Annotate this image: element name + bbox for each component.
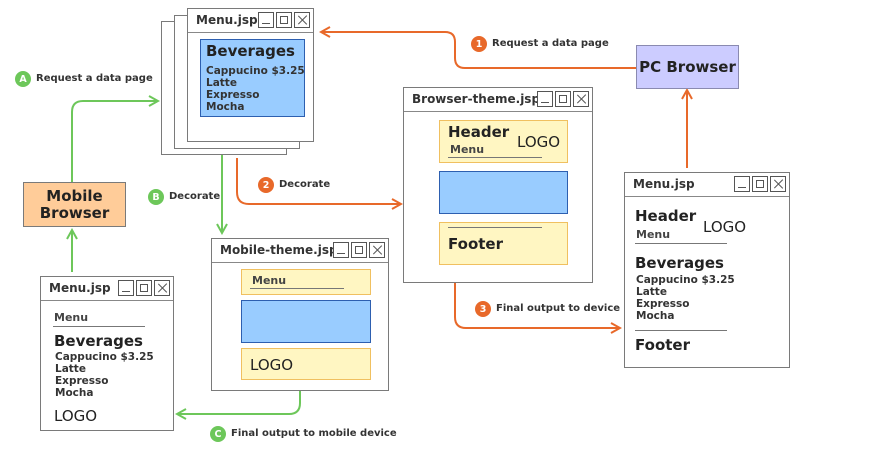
minimize-icon[interactable] <box>537 91 553 107</box>
browser-theme-logo: LOGO <box>517 133 561 151</box>
mobile-output-heading: Beverages <box>54 332 143 350</box>
step-1-badge: 1 <box>471 36 487 52</box>
close-icon[interactable] <box>294 12 310 28</box>
arrow-step-c <box>178 391 301 414</box>
menu-source-item: Mocha <box>206 101 245 113</box>
pc-output-title: Menu.jsp <box>633 177 695 191</box>
mobile-theme-title: Mobile-theme.jsp <box>220 243 338 257</box>
mobile-output-item: Latte <box>55 363 86 375</box>
minimize-icon[interactable] <box>333 242 349 258</box>
arrow-step-2 <box>236 158 400 204</box>
title-divider <box>404 111 592 113</box>
mobile-output-menu: Menu <box>54 311 89 324</box>
step-c-label: Final output to mobile device <box>231 428 397 439</box>
mobile-browser-label: Mobile Browser <box>39 186 110 222</box>
browser-theme-footer: Footer <box>448 235 503 253</box>
mobile-theme-logo-box: LOGO <box>241 348 371 380</box>
browser-theme-header-box: Header LOGO Menu <box>439 120 568 163</box>
menu-underline <box>53 326 145 328</box>
close-icon[interactable] <box>770 176 786 192</box>
step-3-label: Final output to device <box>496 303 621 314</box>
footer-overline <box>635 330 727 332</box>
pc-output-item: Expresso <box>636 298 690 310</box>
mobile-theme-logo: LOGO <box>250 356 294 374</box>
browser-theme-header: Header <box>448 123 510 141</box>
mobile-theme-window: Mobile-theme.jsp Menu LOGO <box>211 238 389 391</box>
pc-output-footer: Footer <box>635 336 690 354</box>
menu-source-item: Cappucino $3.25 <box>206 65 305 77</box>
mobile-theme-menu: Menu <box>252 274 287 287</box>
arrow-step-1 <box>322 32 636 69</box>
mobile-output-item: Expresso <box>55 375 109 387</box>
mobile-output-window: Menu.jsp Menu Beverages Cappucino $3.25 … <box>40 276 174 431</box>
minimize-icon[interactable] <box>118 280 134 296</box>
pc-output-window: Menu.jsp Header LOGO Menu Beverages Capp… <box>624 172 790 368</box>
pc-browser-node: PC Browser <box>636 45 739 89</box>
pc-output-item: Cappucino $3.25 <box>636 274 735 286</box>
browser-theme-menu: Menu <box>450 143 485 156</box>
step-a-badge: A <box>15 71 31 87</box>
step-a-label: Request a data page <box>36 73 153 84</box>
browser-theme-window: Browser-theme.jsp Header LOGO Menu Foote… <box>403 87 593 283</box>
maximize-icon[interactable] <box>752 176 768 192</box>
pc-browser-label: PC Browser <box>639 58 736 76</box>
mobile-browser-node: Mobile Browser <box>23 182 126 227</box>
menu-source-content-box: Beverages Cappucino $3.25 Latte Expresso… <box>200 39 305 117</box>
menu-source-window: Menu.jsp Beverages Cappucino $3.25 Latte… <box>187 8 314 142</box>
title-divider <box>212 262 388 264</box>
step-2-badge: 2 <box>258 177 274 193</box>
menu-source-heading: Beverages <box>206 42 295 60</box>
close-icon[interactable] <box>369 242 385 258</box>
pc-output-logo: LOGO <box>703 218 747 236</box>
minimize-icon[interactable] <box>734 176 750 192</box>
title-divider <box>188 32 313 34</box>
mobile-theme-menu-box: Menu <box>241 269 371 295</box>
step-3-badge: 3 <box>475 301 491 317</box>
maximize-icon[interactable] <box>136 280 152 296</box>
maximize-icon[interactable] <box>276 12 292 28</box>
menu-underline <box>635 243 727 245</box>
browser-theme-content-slot <box>439 171 568 214</box>
mobile-output-item: Cappucino $3.25 <box>55 351 154 363</box>
minimize-icon[interactable] <box>258 12 274 28</box>
maximize-icon[interactable] <box>351 242 367 258</box>
step-2-label: Decorate <box>279 179 331 190</box>
close-icon[interactable] <box>154 280 170 296</box>
menu-source-title: Menu.jsp <box>196 13 258 27</box>
step-c-badge: C <box>210 426 226 442</box>
browser-theme-footer-box: Footer <box>439 222 568 265</box>
arrow-step-3 <box>454 283 619 328</box>
browser-theme-title: Browser-theme.jsp <box>412 92 541 106</box>
menu-source-item: Latte <box>206 77 237 89</box>
close-icon[interactable] <box>573 91 589 107</box>
step-b-badge: B <box>148 189 164 205</box>
pc-output-header: Header <box>635 207 697 225</box>
footer-overline <box>448 227 542 229</box>
menu-underline <box>448 157 542 159</box>
step-1-label: Request a data page <box>492 38 609 49</box>
mobile-output-logo: LOGO <box>54 407 98 425</box>
pc-output-item: Mocha <box>636 310 675 322</box>
arrow-step-a <box>71 101 157 182</box>
mobile-theme-content-slot <box>241 300 371 343</box>
menu-source-item: Expresso <box>206 89 260 101</box>
mobile-output-title: Menu.jsp <box>49 281 111 295</box>
step-b-label: Decorate <box>169 191 221 202</box>
mobile-output-item: Mocha <box>55 387 94 399</box>
title-divider <box>41 300 173 302</box>
menu-underline <box>250 288 344 290</box>
maximize-icon[interactable] <box>555 91 571 107</box>
pc-output-item: Latte <box>636 286 667 298</box>
pc-output-heading: Beverages <box>635 254 724 272</box>
pc-output-menu: Menu <box>636 228 671 241</box>
title-divider <box>625 196 789 198</box>
